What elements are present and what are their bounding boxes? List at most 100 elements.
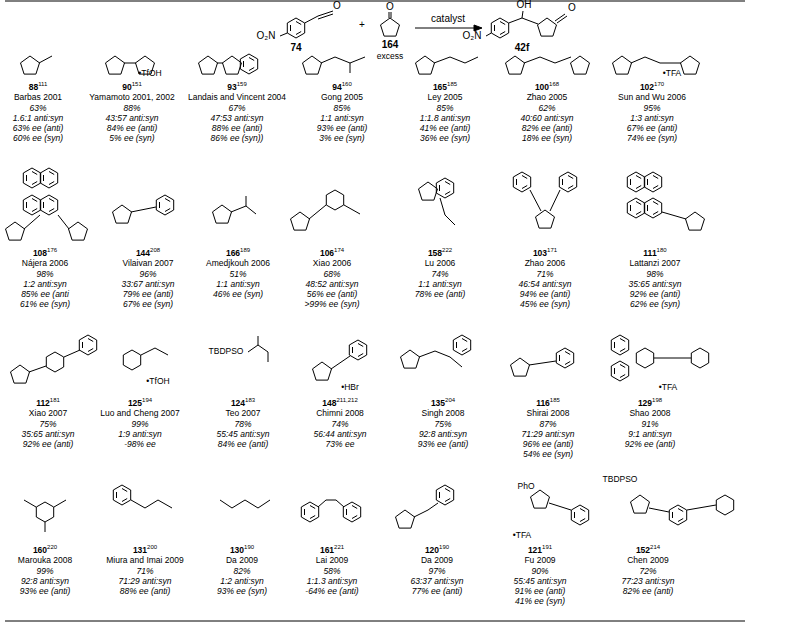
yield-value: 87% bbox=[522, 419, 575, 429]
reference-number: 174 bbox=[334, 247, 344, 253]
anti-syn-ratio: 55:45 anti:syn bbox=[514, 576, 567, 586]
atom-label: O bbox=[386, 2, 394, 12]
caption-head: 112181 bbox=[22, 398, 75, 408]
catalyst-caption: 165185Ley 200585%1:1.8 anti:syn41% ee (a… bbox=[420, 82, 471, 144]
anti-syn-ratio: 92:8 anti:syn bbox=[18, 576, 72, 586]
yield-value: 74% bbox=[415, 269, 466, 279]
catalyst-number: 108 bbox=[33, 248, 47, 258]
anti-syn-ratio: 46:54 anti:syn bbox=[519, 279, 572, 289]
author-year: Gong 2005 bbox=[317, 92, 368, 102]
catalyst-number: 166 bbox=[226, 248, 240, 258]
catalyst-caption: 90151Yamamoto 2001, 200288%43:57 anti:sy… bbox=[89, 82, 174, 144]
catalyst-number: 94 bbox=[332, 82, 341, 92]
ee-value: 85% ee (anti bbox=[20, 289, 70, 299]
author-year: Singh 2008 bbox=[418, 408, 469, 418]
catalyst-caption: 93159Landais and Vincent 200467%47:53 an… bbox=[188, 82, 286, 144]
compound-number: 42f bbox=[515, 43, 529, 53]
author-year: Miura and Imai 2009 bbox=[106, 555, 184, 565]
caption-head: 94160 bbox=[317, 82, 368, 92]
ee-value: 82% ee (anti) bbox=[622, 586, 675, 596]
catalyst-caption: 148211,212Chimni 200874%56:44 anti:syn73… bbox=[314, 398, 367, 449]
catalyst-structure bbox=[21, 54, 700, 74]
catalyst-number: 116 bbox=[536, 398, 550, 408]
ee-value: 86% ee (syn)) bbox=[188, 133, 286, 143]
catalyst-number: 90 bbox=[122, 82, 131, 92]
ee-value: 18% ee (syn) bbox=[521, 133, 574, 143]
anti-syn-ratio: 55:45 anti:syn bbox=[217, 429, 270, 439]
yield-value: 78% bbox=[217, 419, 270, 429]
catalyst-number: 106 bbox=[320, 248, 334, 258]
catalyst-caption: 135204Singh 200875%92:8 anti:syn93% ee (… bbox=[418, 398, 469, 449]
author-year: Fu 2009 bbox=[514, 555, 567, 565]
ee-value: 77% ee (anti) bbox=[411, 586, 464, 596]
salt-label: •TFA bbox=[659, 382, 678, 392]
anti-syn-ratio: 77:23 anti:syn bbox=[622, 576, 675, 586]
catalyst-number: 102 bbox=[640, 82, 654, 92]
catalyst-number: 121 bbox=[528, 545, 542, 555]
ee-value: 93% ee (anti) bbox=[317, 123, 368, 133]
author-year: Lattanzi 2007 bbox=[629, 258, 682, 268]
ee-value: 93% ee (anti) bbox=[418, 439, 469, 449]
author-year: Marouka 2008 bbox=[18, 555, 72, 565]
anti-syn-ratio: 1:1.8 anti:syn bbox=[420, 113, 471, 123]
author-year: Landais and Vincent 2004 bbox=[188, 92, 286, 102]
yield-value: 63% bbox=[13, 103, 64, 113]
author-year: Zhao 2005 bbox=[521, 92, 574, 102]
caption-head: 148211,212 bbox=[314, 398, 367, 408]
caption-head: 102170 bbox=[618, 82, 686, 92]
author-year: Da 2009 bbox=[217, 555, 267, 565]
ee-value: 36% ee (syn) bbox=[420, 133, 471, 143]
catalyst-caption: 166189Amedjkouh 200651%1:1 anti:syn46% e… bbox=[206, 248, 270, 299]
caption-head: 158222 bbox=[415, 248, 466, 258]
atom-label: O bbox=[333, 1, 341, 11]
ee-value: 78% ee (anti) bbox=[415, 289, 466, 299]
author-year: Chimni 2008 bbox=[314, 408, 367, 418]
yield-value: 95% bbox=[618, 103, 686, 113]
reference-number: 185 bbox=[447, 81, 457, 87]
ee-value: 45% ee (syn) bbox=[519, 299, 572, 309]
catalyst-number: 144 bbox=[136, 248, 150, 258]
catalyst-caption: 108176Nájera 200698%1:2 anti:syn85% ee (… bbox=[20, 248, 70, 310]
anti-syn-ratio: 33:67 anti:syn bbox=[122, 279, 175, 289]
ee-value: 60% ee (syn) bbox=[13, 133, 64, 143]
author-year: Shirai 2008 bbox=[522, 408, 575, 418]
ee-value: 56% ee (anti) bbox=[304, 289, 359, 299]
reference-number: 220 bbox=[47, 544, 57, 550]
caption-head: 88111 bbox=[13, 82, 64, 92]
catalyst-number: 158 bbox=[428, 248, 442, 258]
ee-value: 82% ee (anti) bbox=[521, 123, 574, 133]
anti-syn-ratio: 1:1.3 anti:syn bbox=[305, 576, 358, 586]
ee-value: 88% ee (anti) bbox=[106, 586, 184, 596]
group-label: TBDPSO bbox=[209, 346, 244, 356]
ee-value: 84% ee (anti) bbox=[217, 439, 270, 449]
ee-value: 96% ee (anti) bbox=[522, 439, 575, 449]
author-year: Barbas 2001 bbox=[13, 92, 64, 102]
caption-head: 125194 bbox=[100, 398, 179, 408]
anti-syn-ratio: 1:1 anti:syn bbox=[415, 279, 466, 289]
caption-head: 121191 bbox=[514, 545, 567, 555]
reference-number: 191 bbox=[542, 544, 552, 550]
reagent-label: catalyst bbox=[431, 14, 465, 24]
anti-syn-ratio: 1:2 anti:syn bbox=[217, 576, 267, 586]
catalyst-number: 131 bbox=[133, 545, 147, 555]
group-label: O₂N bbox=[257, 31, 276, 41]
anti-syn-ratio: 40:60 anti:syn bbox=[521, 113, 574, 123]
anti-syn-ratio: 56:44 anti:syn bbox=[314, 429, 367, 439]
ee-value: 41% ee (syn) bbox=[514, 596, 567, 606]
catalyst-caption: 112181Xiao 200775%35:65 anti:syn92% ee (… bbox=[22, 398, 75, 449]
salt-label: •HBr bbox=[341, 382, 359, 392]
author-year: Teo 2007 bbox=[217, 408, 270, 418]
ee-value: 92% ee (anti) bbox=[625, 439, 676, 449]
catalyst-caption: 124183Teo 200778%55:45 anti:syn84% ee (a… bbox=[217, 398, 270, 449]
author-year: Luo and Cheng 2007 bbox=[100, 408, 179, 418]
group-label: O₂N bbox=[463, 31, 482, 41]
caption-head: 144208 bbox=[122, 248, 175, 258]
ee-value: 94% ee (anti) bbox=[519, 289, 572, 299]
anti-syn-ratio: 92:8 anti:syn bbox=[418, 429, 469, 439]
catalyst-number: 130 bbox=[230, 545, 244, 555]
catalyst-caption: 116185Shirai 200887%71:29 anti:syn96% ee… bbox=[522, 398, 575, 460]
ee-value: 54% ee (syn) bbox=[522, 449, 575, 459]
ee-value: 73% ee bbox=[314, 439, 367, 449]
yield-value: 74% bbox=[314, 419, 367, 429]
reference-number: 200 bbox=[147, 544, 157, 550]
